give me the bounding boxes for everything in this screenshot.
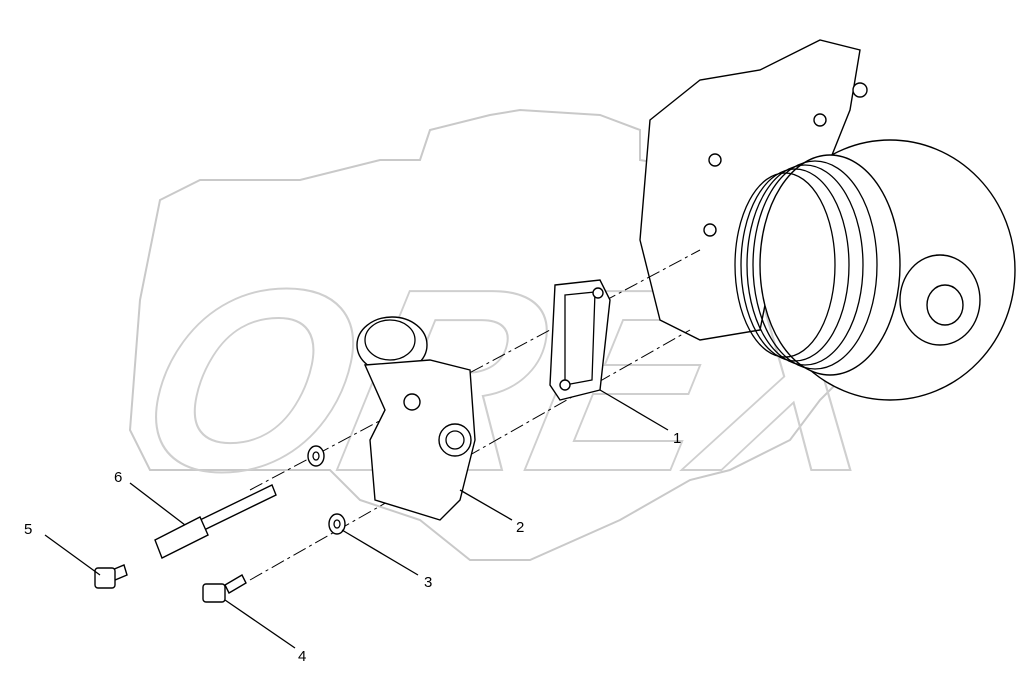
part-5-bolt — [94, 564, 128, 589]
part-4-bolt — [202, 574, 247, 603]
water-pump — [639, 39, 1016, 401]
leader-line-5 — [44, 534, 101, 576]
callout-2[interactable]: 2 — [516, 519, 524, 536]
callout-5[interactable]: 5 — [24, 521, 32, 538]
callout-6[interactable]: 6 — [114, 469, 122, 486]
leader-line-3 — [341, 529, 419, 576]
callout-4[interactable]: 4 — [298, 648, 306, 665]
part-2-housing — [356, 316, 476, 521]
washer-upper — [307, 445, 325, 467]
leader-line-2 — [459, 489, 513, 521]
leader-line-4 — [224, 599, 296, 649]
callout-1[interactable]: 1 — [673, 430, 681, 447]
part-3-washer — [328, 513, 346, 535]
part-1-gasket — [549, 279, 611, 401]
leader-line-6 — [129, 482, 186, 526]
leader-line-1 — [599, 389, 669, 431]
callout-3[interactable]: 3 — [424, 574, 432, 591]
pulley-grooves — [734, 160, 878, 370]
